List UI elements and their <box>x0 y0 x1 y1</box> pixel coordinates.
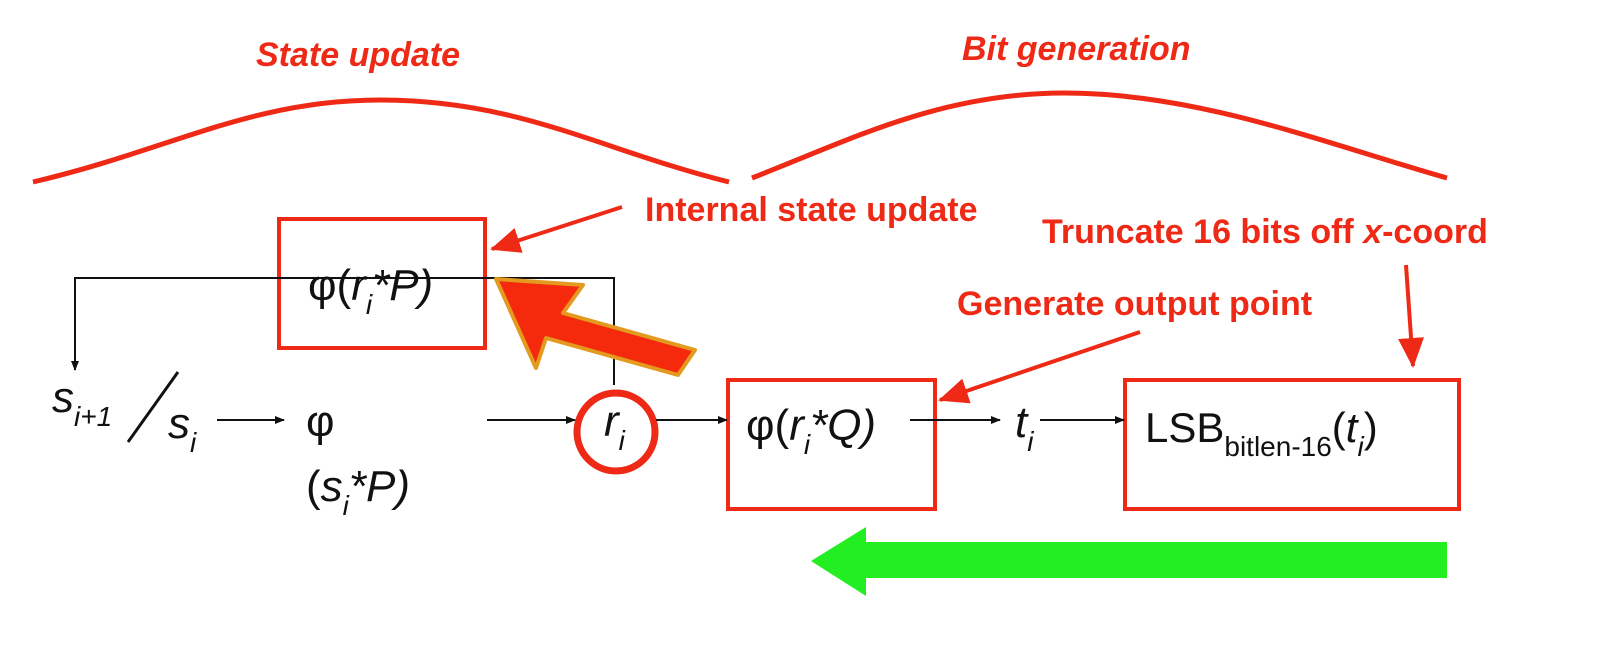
lsb-sub: bitlen-16 <box>1224 431 1331 462</box>
t-i-label: ti <box>1015 398 1034 457</box>
t-i-base: t <box>1015 398 1029 447</box>
bit-generation-arc <box>751 90 1448 181</box>
state-update-header: State update <box>256 36 460 74</box>
phi-rp-sub: i <box>366 289 373 320</box>
s-next-label: si+1 <box>52 373 112 432</box>
phi-rq-fn: φ( <box>746 401 790 450</box>
s-next-sub: i+1 <box>74 401 112 432</box>
r-i-highlight-circle <box>573 389 659 475</box>
generate-output-point-arrow <box>938 330 1141 404</box>
truncate-arrow <box>1398 264 1425 368</box>
truncate-label: Truncate 16 bits off x-coord <box>1042 213 1488 251</box>
phi-rq-label: φ(ri*Q) <box>746 401 876 460</box>
slash-divider <box>126 371 180 443</box>
phi-rp-label: φ(ri*P) <box>308 261 433 320</box>
r-i-base: r <box>604 397 621 446</box>
arrow-left-icon <box>811 527 1447 596</box>
phi-sp-fn: φ <box>306 397 335 446</box>
phi-rq-box <box>726 378 937 511</box>
truncate-label-suffix: -coord <box>1382 213 1488 251</box>
s-next-base: s <box>52 373 74 422</box>
phi-sp-arg: (si*P) <box>306 462 410 521</box>
lsb-label: LSBbitlen-16(ti) <box>1145 404 1378 462</box>
s-i-label: si <box>168 399 197 458</box>
internal-state-update-label: Internal state update <box>645 191 978 229</box>
phi-sp-rest: *P) <box>349 462 410 511</box>
phi-sp-sub: i <box>343 490 350 521</box>
lsb-box <box>1123 378 1461 511</box>
phi-rp-fn: φ( <box>308 261 352 310</box>
internal-state-update-arrow <box>490 205 623 253</box>
phi-rq-rest: *Q) <box>810 401 876 450</box>
phi-rp-rest: *P) <box>372 261 433 310</box>
t-i-sub: i <box>1027 426 1034 457</box>
phi-rq-base: r <box>789 401 806 450</box>
lsb-argsub: i <box>1357 431 1364 462</box>
arrow-up-left-icon <box>494 277 697 377</box>
bit-generation-header: Bit generation <box>962 30 1191 68</box>
phi-rp-base: r <box>351 261 368 310</box>
lsb-base: t <box>1346 404 1360 451</box>
s-i-sub: i <box>190 427 197 458</box>
generate-output-point-label: Generate output point <box>957 285 1312 323</box>
lsb-open: ( <box>1332 404 1346 451</box>
truncate-label-prefix: Truncate 16 bits off <box>1042 213 1363 251</box>
truncate-label-x: x <box>1361 213 1384 251</box>
phi-sp-open: ( <box>306 462 321 511</box>
s-i-base: s <box>168 399 190 448</box>
r-i-sub: i <box>619 425 626 456</box>
r-i-label: ri <box>604 397 626 456</box>
phi-rq-sub: i <box>804 429 811 460</box>
phi-sp-base: s <box>321 462 343 511</box>
lsb-fn: LSB <box>1145 404 1224 451</box>
phi-rp-box <box>277 217 487 350</box>
lsb-close: ) <box>1364 404 1378 451</box>
state-update-arc <box>32 97 730 185</box>
